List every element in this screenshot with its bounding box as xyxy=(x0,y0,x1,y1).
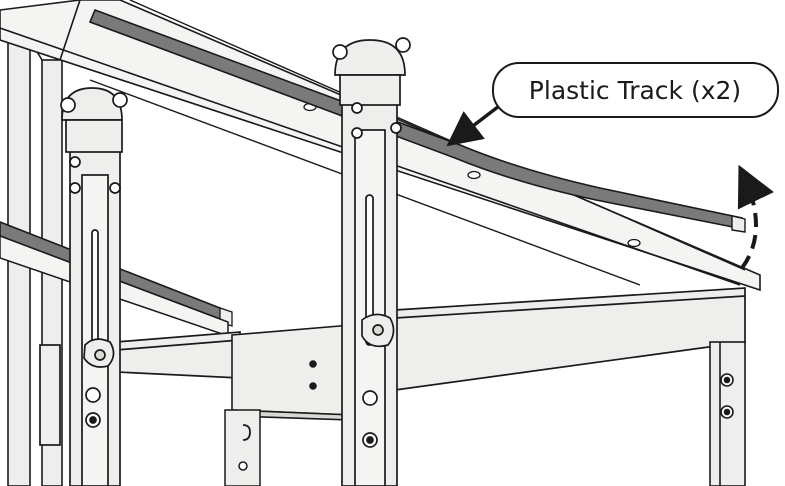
curved-dashed-arrow-icon xyxy=(737,164,774,270)
callout-box: Plastic Track (x2) xyxy=(492,62,779,118)
right-adjustment-knob-icon xyxy=(361,313,395,348)
center-bracket-plate xyxy=(231,324,353,421)
left-telescoping-leg xyxy=(39,119,121,486)
front-beam xyxy=(115,287,746,391)
plastic-track-upper xyxy=(88,8,746,233)
callout-label: Plastic Track (x2) xyxy=(529,76,741,105)
left-leg-top-cap xyxy=(60,87,128,194)
right-telescoping-leg xyxy=(341,89,398,486)
left-adjustment-knob-icon xyxy=(83,338,115,368)
center-lower-post xyxy=(224,409,261,486)
right-leg-top-cap xyxy=(332,37,411,139)
right-corner-post xyxy=(709,341,746,486)
